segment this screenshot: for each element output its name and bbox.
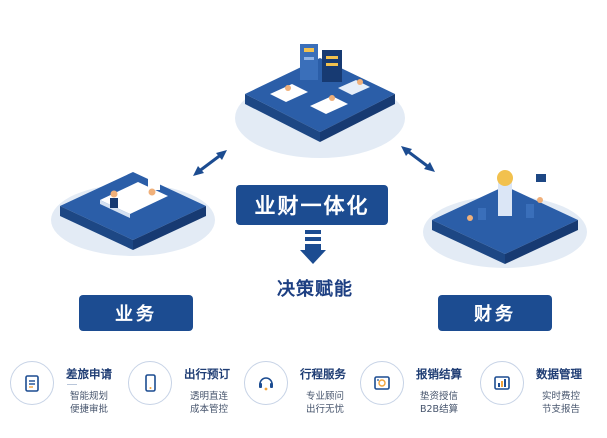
top-office-illustration — [235, 44, 405, 158]
double-arrow-left-icon — [193, 150, 227, 176]
invoice-icon — [374, 376, 390, 390]
right-finance-illustration — [423, 170, 587, 268]
clipboard-icon — [25, 375, 39, 392]
left-meeting-illustration — [51, 172, 215, 256]
finance-label: 财务 — [438, 295, 552, 331]
feature-2-desc: 透明直连成本管控 — [190, 391, 229, 415]
feature-4-title: 报销结算 — [416, 367, 462, 381]
feature-3-title: 行程服务 — [300, 367, 346, 381]
double-arrow-right-icon — [401, 146, 435, 172]
feature-4-icon-circle — [360, 361, 404, 405]
feature-5-desc: 实时费控节支报告 — [542, 391, 581, 415]
feature-3-icon-circle — [244, 361, 288, 405]
feature-5-title: 数据管理 — [536, 367, 582, 381]
feature-5-icon-circle — [480, 361, 524, 405]
feature-1-title: 差旅申请 — [66, 367, 112, 381]
center-title: 业财一体化 — [236, 185, 388, 225]
bar-chart-icon — [494, 376, 510, 390]
down-arrow-icon — [300, 230, 326, 264]
feature-3-desc: 专业顾问出行无忧 — [306, 391, 345, 415]
business-label: 业务 — [79, 295, 193, 331]
feature-2-title: 出行预订 — [184, 367, 230, 381]
center-subtitle: 决策赋能 — [277, 279, 353, 300]
feature-1-icon-circle — [10, 361, 54, 405]
feature-1-divider — [67, 384, 77, 385]
phone-icon — [145, 374, 156, 392]
feature-1-desc: 智能规划便捷审批 — [70, 391, 109, 415]
support-icon — [259, 377, 273, 391]
feature-2-icon-circle — [128, 361, 172, 405]
